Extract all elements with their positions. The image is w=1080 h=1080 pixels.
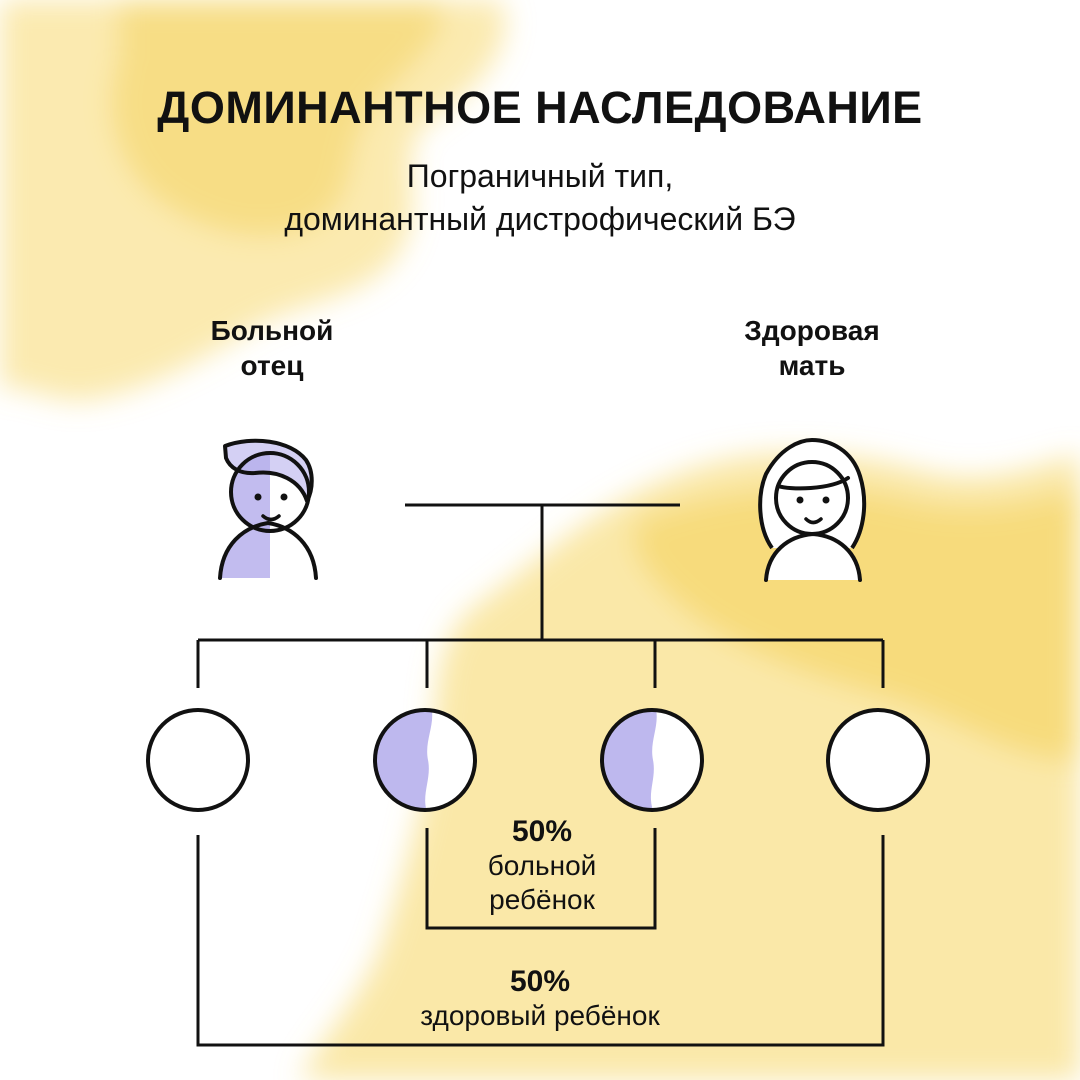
watercolor-wash-top-strong [112, 0, 442, 235]
affected-outcome: 50% больной ребёнок [430, 815, 654, 917]
healthy-bracket [196, 835, 885, 1047]
mother-body [764, 531, 862, 582]
mother-smile [804, 517, 823, 525]
father-hair-outline [223, 438, 314, 503]
child-1-healthy [146, 708, 250, 812]
healthy-percent: 50% [509, 965, 571, 998]
mother-label-line-1: Здоровая [744, 315, 880, 346]
page-title: ДОМИНАНТНОЕ НАСЛЕДОВАНИЕ [157, 82, 923, 133]
father-eye-left [254, 493, 262, 501]
healthy-label: здоровый ребёнок [420, 1000, 660, 1031]
mother-label-line-2: мать [778, 350, 846, 381]
healthy-outcome: 50% здоровый ребёнок [300, 965, 780, 1033]
father-body [218, 520, 318, 580]
father-label: Больной отец [152, 313, 392, 383]
mother-icon [758, 438, 867, 582]
mother-eye-right [822, 496, 830, 504]
father-icon [218, 438, 318, 580]
subtitle-line-1: Пограничный тип, [406, 158, 674, 194]
child-2-affected [373, 708, 477, 812]
connector-lines [196, 503, 885, 1047]
father-eye-right [280, 493, 288, 501]
father-label-line-1: Больной [210, 315, 334, 346]
child-4-healthy [826, 708, 930, 812]
affected-label-line-2: ребёнок [489, 884, 595, 915]
mother-label: Здоровая мать [692, 313, 932, 383]
mother-bangs [776, 476, 850, 491]
subtitle-line-2: доминантный дистрофический БЭ [284, 201, 796, 237]
affected-label-line-1: больной [487, 850, 597, 881]
affected-bracket [425, 828, 657, 930]
subtitle: Пограничный тип, доминантный дистрофичес… [0, 155, 1080, 241]
father-smile [261, 514, 281, 522]
child-3-affected [600, 708, 704, 812]
mother-eye-left [796, 496, 804, 504]
watercolor-wash-bottom-strong [634, 489, 1080, 760]
father-label-line-2: отец [240, 350, 304, 381]
affected-percent: 50% [511, 815, 573, 848]
